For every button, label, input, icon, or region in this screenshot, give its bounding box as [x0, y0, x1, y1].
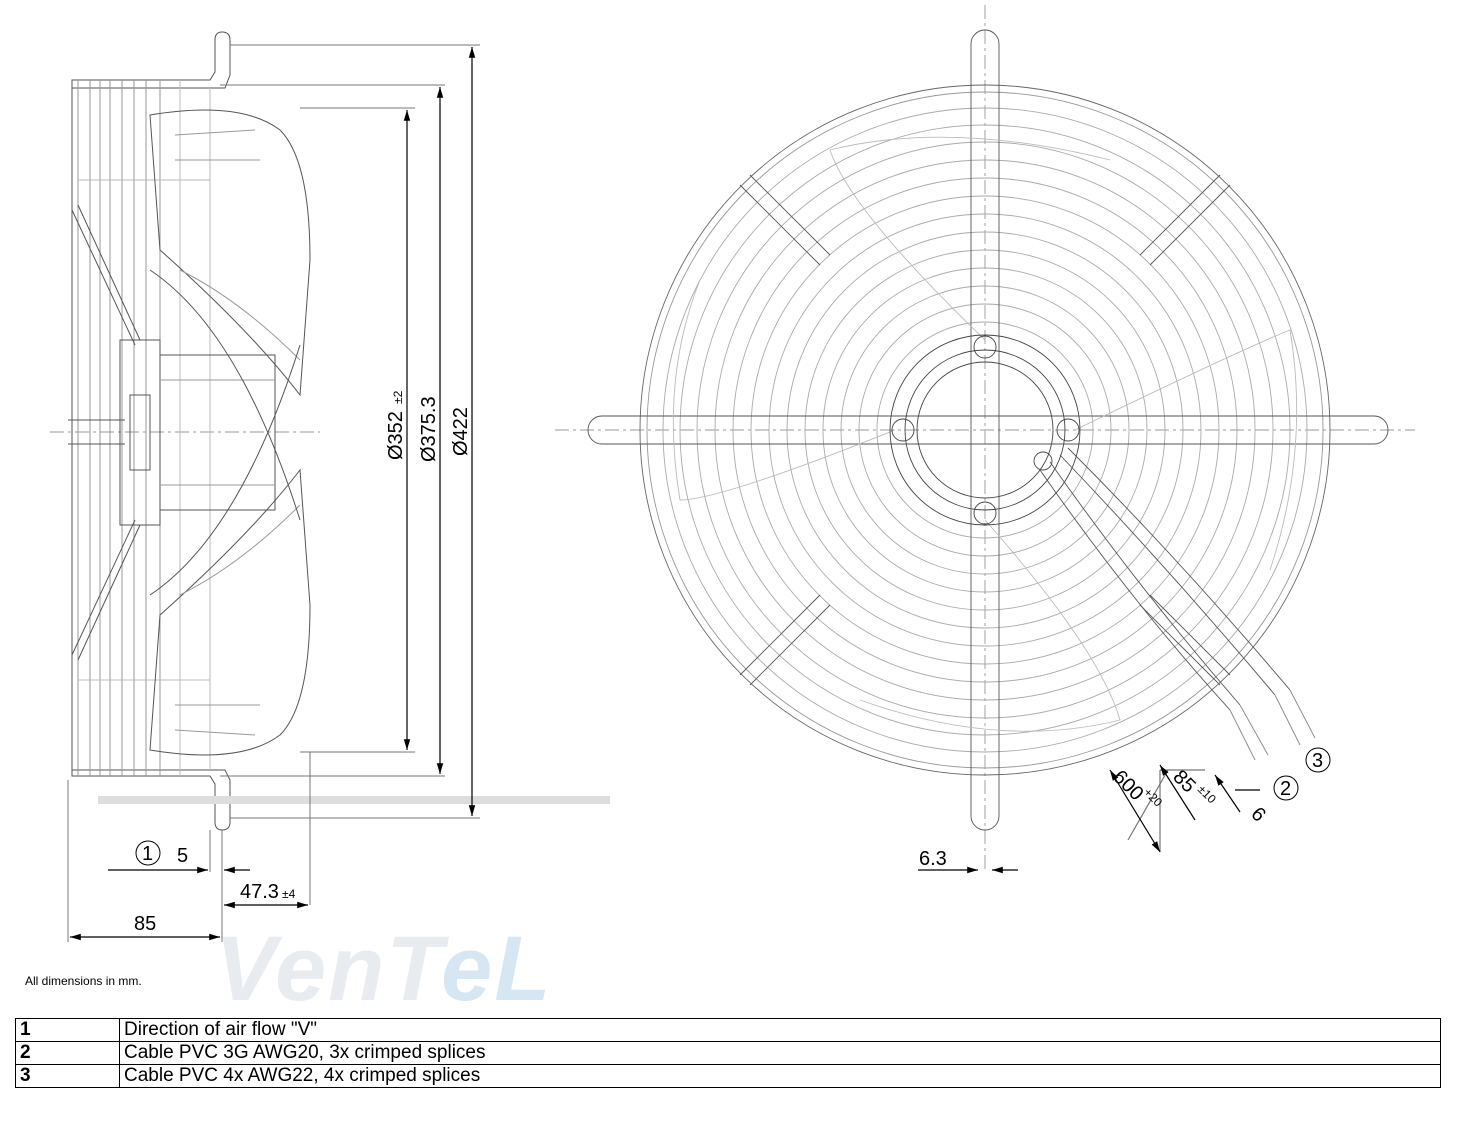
legend-row: 3 Cable PVC 4x AWG22, 4x crimped splices: [15, 1064, 1441, 1088]
dim-47-3: 47.3: [240, 881, 279, 903]
legend-text: Direction of air flow "V": [119, 1018, 1441, 1042]
guard-grille-side: [68, 31, 231, 831]
dim-85-cable: 85: [1168, 766, 1199, 797]
dim-85-cable-tolerance: ±10: [1195, 782, 1219, 806]
legend-text: Cable PVC 4x AWG22, 4x crimped splices: [119, 1064, 1441, 1088]
side-view: [50, 31, 610, 942]
motor-hub-side: [119, 339, 276, 526]
dim-47-3-tolerance: ±4: [282, 887, 296, 901]
legend-text: Cable PVC 3G AWG20, 3x crimped splices: [119, 1041, 1441, 1065]
dim-d422: Ø422: [450, 407, 472, 456]
front-view: [555, 5, 1415, 870]
technical-drawing: Ø352 ±2 Ø375.3 Ø422 5 47.3 ±4 85 1: [50, 5, 1415, 942]
front-dimension-lines: [918, 764, 1260, 874]
callout-1-circle: [135, 840, 161, 866]
callout-2-circle: [1273, 775, 1299, 801]
dim-6-3: 6.3: [919, 848, 947, 870]
dim-85-side: 85: [134, 913, 156, 935]
legend-row: 2 Cable PVC 3G AWG20, 3x crimped splices: [15, 1041, 1441, 1065]
dim-d375: Ø375.3: [418, 396, 440, 462]
units-note: All dimensions in mm.: [25, 974, 142, 988]
legend-num: 2: [15, 1041, 120, 1065]
motor-hub-front: [889, 334, 1081, 526]
dim-5: 5: [177, 845, 188, 867]
legend-table: 1 Direction of air flow "V" 2 Cable PVC …: [15, 1018, 1441, 1088]
dim-6-splice: 6: [1246, 803, 1269, 826]
callout-1: 1: [142, 843, 153, 865]
cables: [1039, 447, 1316, 761]
screw-bottom: [973, 501, 997, 525]
screw-right: [1056, 418, 1080, 442]
screw-top: [973, 335, 997, 359]
legend-num: 3: [15, 1064, 120, 1088]
fan-blade-side: [149, 109, 311, 756]
side-dimension-lines: [70, 46, 476, 941]
callout-2: 2: [1280, 778, 1291, 800]
dim-d352: Ø352: [385, 411, 407, 460]
callout-3: 3: [1312, 750, 1323, 772]
guard-cross-bars: [587, 29, 1389, 831]
guard-grille-rings: [639, 84, 1331, 776]
dim-600: 600: [1108, 766, 1147, 805]
callout-3-circle: [1305, 747, 1331, 773]
fan-blades-front: [672, 136, 1298, 732]
screw-left: [891, 418, 915, 442]
legend-row: 1 Direction of air flow "V": [15, 1018, 1441, 1042]
dim-d352-tolerance: ±2: [391, 390, 405, 404]
side-dimension-texts: Ø352 ±2 Ø375.3 Ø422 5 47.3 ±4 85 1: [134, 390, 472, 935]
legend-num: 1: [15, 1018, 120, 1042]
front-dimension-texts: 6.3 600 +20 85 ±10 6 2 3: [919, 747, 1331, 870]
